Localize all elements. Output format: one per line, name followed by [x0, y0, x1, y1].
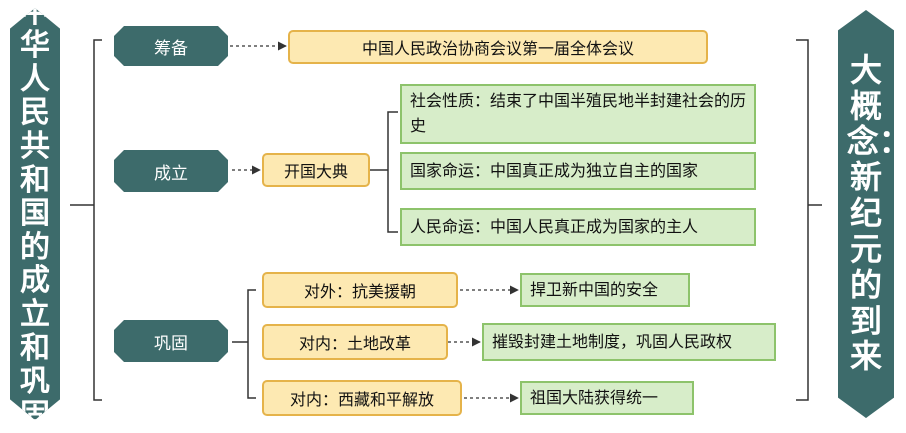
action-tibet: 对内：西藏和平解放 — [262, 380, 462, 416]
left-title: 中华人民共和国的成立和巩固 — [20, 0, 50, 433]
meaning-people: 人民命运：中国人民真正成为国家的主人 — [400, 208, 756, 246]
meaning-society: 社会性质：结束了中国半殖民地半封建社会的历史 — [400, 84, 756, 144]
result-land-reform: 摧毁封建土地制度，巩固人民政权 — [482, 323, 776, 361]
right-title-banner: 大概念：新纪元的到来 — [838, 10, 894, 418]
stage-found: 成立 — [114, 150, 228, 192]
result-korea: 捍卫新中国的安全 — [520, 273, 690, 307]
event-prepare: 中国人民政治协商会议第一届全体会议 — [288, 30, 708, 64]
action-korea: 对外：抗美援朝 — [262, 272, 458, 308]
event-found: 开国大典 — [262, 153, 370, 187]
main-bracket — [70, 39, 102, 401]
stage-prepare: 筹备 — [114, 26, 228, 66]
left-title-banner: 中华人民共和国的成立和巩固 — [10, 8, 60, 420]
meaning-bracket — [370, 111, 398, 233]
stage-consolidate: 巩固 — [114, 320, 228, 362]
meaning-nation: 国家命运：中国真正成为独立自主的国家 — [400, 152, 756, 190]
action-land-reform: 对内：土地改革 — [262, 324, 448, 360]
right-bracket — [796, 39, 822, 401]
result-tibet: 祖国大陆获得统一 — [520, 381, 694, 415]
right-title: 大概念：新纪元的到来 — [846, 50, 906, 376]
consolidate-bracket — [232, 289, 256, 399]
